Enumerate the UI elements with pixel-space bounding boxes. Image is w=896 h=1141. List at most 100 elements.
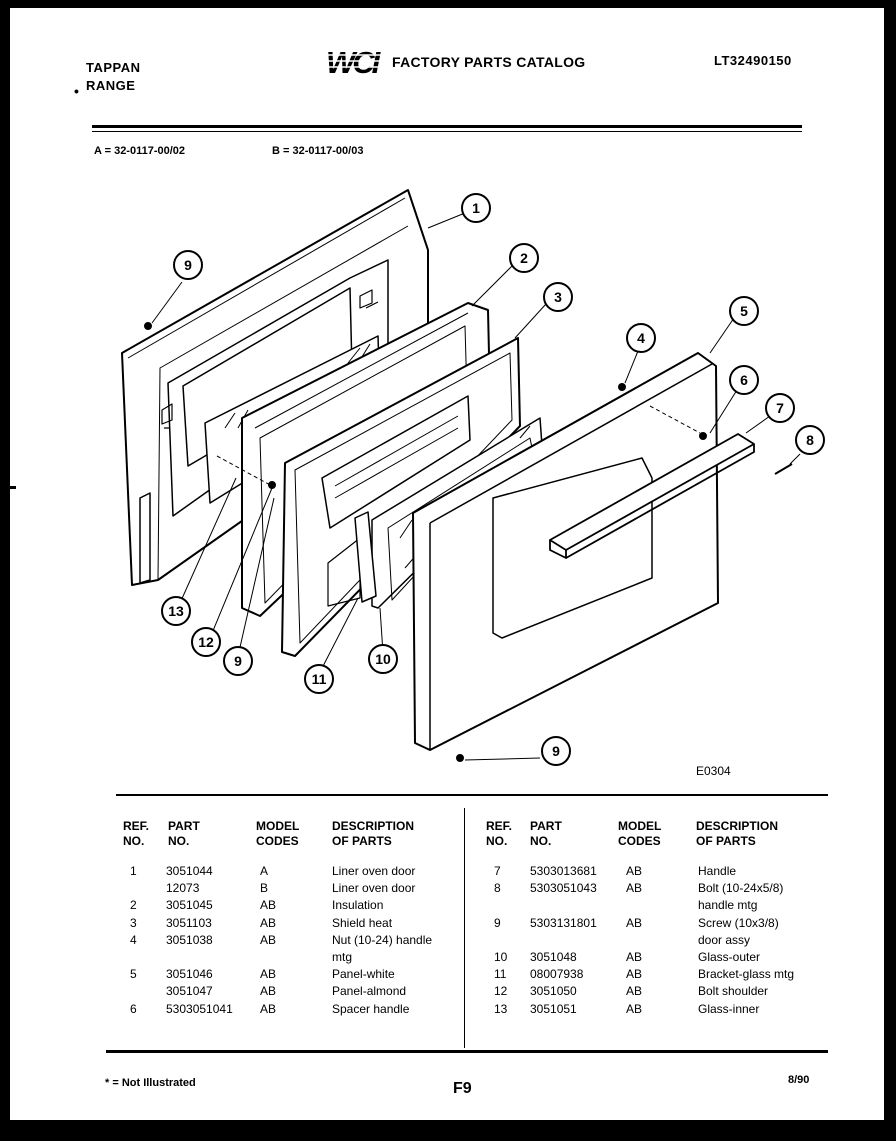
svg-text:9: 9: [552, 743, 560, 759]
cell-part: 5303013681: [530, 864, 597, 878]
product-name: RANGE: [86, 78, 136, 93]
cell-model: AB: [626, 967, 643, 982]
cell-model: AB: [260, 1001, 277, 1016]
cell-model: AB: [260, 915, 277, 930]
svg-text:13: 13: [168, 603, 184, 619]
cell-model: AB: [260, 984, 277, 999]
model-a-code: A = 32-0117-00/02: [94, 145, 186, 157]
nut-4: [618, 383, 626, 391]
cell-model: AB: [626, 950, 643, 964]
cell-desc: Bolt (10-24x5/8): [698, 881, 784, 896]
catalog-title: FACTORY PARTS CATALOG: [392, 54, 586, 70]
callout-8: 8: [795, 425, 825, 455]
callout-9-bottom: 9: [541, 736, 571, 766]
cell-desc: door assy: [698, 932, 751, 947]
cell-part: 3051045: [166, 898, 213, 913]
table-center-divider: [464, 808, 465, 1048]
svg-text:12: 12: [198, 634, 214, 650]
revision-date: 8/90: [788, 1074, 810, 1086]
cell-model: AB: [626, 984, 643, 999]
callout-10: 10: [368, 644, 398, 674]
part-handle: [549, 433, 755, 559]
svg-text:8: 8: [806, 432, 814, 448]
cell-model: AB: [260, 967, 277, 982]
cell-desc: Insulation: [332, 898, 384, 913]
callouts: 1 2 3 4 5 6 7 8 9 9 9 10 11 12 13: [161, 193, 825, 766]
cell-ref: 9: [494, 915, 501, 930]
cell-ref: 3: [130, 915, 137, 930]
part-bracket-glass-mtg: [354, 511, 377, 603]
brand-name: TAPPAN: [86, 60, 141, 75]
cell-model: A: [260, 864, 269, 878]
cell-desc: Glass-inner: [698, 1001, 760, 1016]
cell-ref: 12: [494, 984, 508, 999]
bolt-8: [774, 463, 793, 475]
cell-ref: 2: [130, 898, 137, 913]
cell-ref: 8: [494, 881, 501, 896]
callout-3: 3: [543, 282, 573, 312]
svg-text:3: 3: [554, 289, 562, 305]
callout-9-top: 9: [173, 250, 203, 280]
callout-6: 6: [729, 365, 759, 395]
cell-desc: Spacer handle: [332, 1001, 410, 1016]
svg-text:2: 2: [520, 250, 528, 266]
cell-ref: 10: [494, 950, 508, 964]
cell-desc: Nut (10-24) handle: [332, 932, 433, 947]
callout-11: 11: [304, 664, 334, 694]
cell-part: 3051051: [530, 1001, 577, 1016]
cell-part: 12073: [166, 881, 200, 896]
cell-part: 5303051043: [530, 881, 597, 896]
table-bottom-rule: [106, 1050, 828, 1053]
callout-7: 7: [765, 393, 795, 423]
cell-desc: Bracket-glass mtg: [698, 967, 795, 982]
cell-desc: Shield heat: [332, 915, 393, 930]
col-ref-header: REF.NO.: [123, 819, 150, 848]
catalog-number: LT32490150: [714, 53, 792, 68]
cell-ref: 7: [494, 864, 501, 878]
cell-part: 5303131801: [530, 915, 597, 930]
svg-text:9: 9: [184, 257, 192, 273]
svg-text:6: 6: [740, 372, 748, 388]
header-rule-thin: [92, 131, 802, 132]
col-ref-header-right: REF.NO.: [486, 819, 513, 848]
cell-ref: 6: [130, 1001, 137, 1016]
screw-9-bottom: [456, 754, 464, 762]
cell-model: B: [260, 881, 269, 896]
cell-model: AB: [626, 915, 643, 930]
cell-part: 08007938: [530, 967, 584, 982]
svg-text:9: 9: [234, 653, 242, 669]
cell-desc: mtg: [332, 950, 353, 964]
cell-desc: Panel-white: [332, 967, 395, 982]
cell-model: AB: [626, 864, 643, 878]
catalog-sheet: TAPPAN RANGE • WCI FACTORY PARTS CATALOG…: [10, 8, 884, 1120]
screw-9-top: [144, 322, 152, 330]
table-top-rule: [116, 794, 828, 796]
cell-model: AB: [260, 932, 277, 947]
callout-12: 12: [191, 627, 221, 657]
cell-model: AB: [626, 1001, 643, 1016]
callout-5: 5: [729, 296, 759, 326]
cell-model: AB: [260, 898, 277, 913]
cell-ref: 13: [494, 1001, 508, 1016]
spacer-6: [699, 432, 707, 440]
callout-9-mid: 9: [223, 646, 253, 676]
cell-ref: 5: [130, 967, 137, 982]
cell-desc: Liner oven door: [332, 864, 416, 878]
page-number: F9: [453, 1080, 472, 1097]
callout-4: 4: [626, 323, 656, 353]
cell-model: AB: [626, 881, 643, 896]
svg-text:5: 5: [740, 303, 748, 319]
cell-desc: Screw (10x3/8): [698, 915, 779, 930]
cell-desc: handle mtg: [698, 898, 758, 913]
screw-9-mid: [268, 481, 276, 489]
exploded-door-diagram: 1 2 3 4 5 6 7 8 9 9 9 10 11 12 13: [121, 189, 825, 766]
edge-mark: [6, 486, 16, 489]
model-b-code: B = 32-0117-00/03: [272, 145, 364, 157]
callout-2: 2: [509, 243, 539, 273]
bullet-mark: •: [74, 83, 79, 99]
cell-part: 3051050: [530, 984, 577, 999]
cell-part: 3051047: [166, 984, 213, 999]
